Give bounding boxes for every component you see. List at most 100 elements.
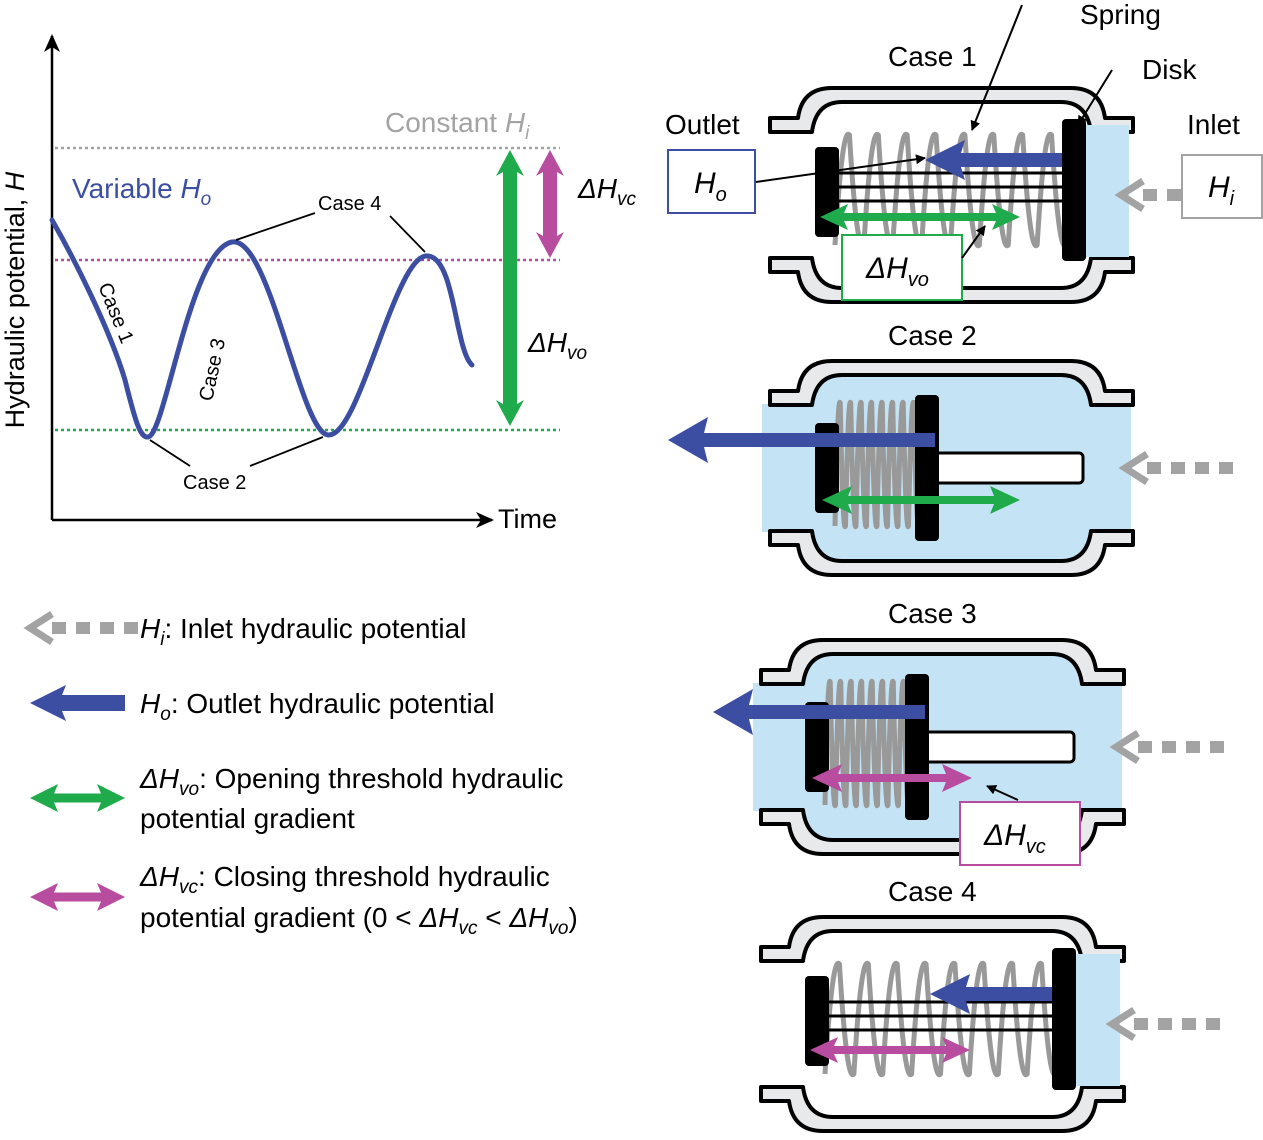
hydraulic-potential-graph: Hydraulic potential, H Time Constant Hi … xyxy=(0,34,637,534)
hi-box xyxy=(1181,154,1263,219)
outlet-potential-arrow xyxy=(668,417,935,463)
inlet-potential-arrow xyxy=(1109,730,1224,764)
dhvc-box-label: ΔHvc xyxy=(983,819,1046,858)
constant-hi-label: Constant Hi xyxy=(385,107,530,144)
inlet-label: Inlet xyxy=(1187,109,1240,140)
outlet-potential-arrow xyxy=(713,689,925,735)
threshold-double-arrow xyxy=(810,1037,970,1063)
case4-leader-line xyxy=(389,215,426,253)
disk xyxy=(1062,119,1086,261)
valve-case2 xyxy=(668,359,1233,577)
valve-body-top-wall xyxy=(768,86,1135,134)
valve-body-bottom-wall xyxy=(759,1085,1126,1133)
spring-label: Spring xyxy=(1080,0,1161,30)
ho-box-label: Ho xyxy=(694,167,727,206)
threshold-double-arrow xyxy=(812,764,972,792)
dash-segment xyxy=(1158,1018,1172,1030)
case1-title: Case 1 xyxy=(888,41,977,72)
dash-segment xyxy=(100,622,114,634)
dash-segment xyxy=(1186,741,1200,753)
magenta-double-arrow-icon xyxy=(30,883,125,911)
curve-label-case2: Case 2 xyxy=(183,472,246,494)
x-axis-label: Time xyxy=(498,504,557,534)
valve-body-top-wall xyxy=(759,915,1126,963)
dhvc-graph-label: ΔHvc xyxy=(577,173,637,210)
case2-title: Case 2 xyxy=(888,320,977,351)
inlet-potential-arrow xyxy=(1105,1007,1220,1041)
outlet-label: Outlet xyxy=(665,109,740,140)
dash-segment xyxy=(1138,741,1152,753)
variable-ho-curve xyxy=(49,217,475,440)
valve-body-top-wall xyxy=(768,359,1135,407)
dhvo-box-label: ΔHvo xyxy=(865,252,929,291)
dash-segment xyxy=(1210,741,1224,753)
legend-item-ho: Ho: Outlet hydraulic potential xyxy=(140,688,495,725)
dash-segment xyxy=(1195,462,1209,474)
legend-item-dhvc-line2: potential gradient (0 < ΔHvc < ΔHvo) xyxy=(140,902,578,939)
dash-segment xyxy=(1206,1018,1220,1030)
dhvc-vertical-arrow xyxy=(536,150,564,258)
dash-segment xyxy=(52,622,66,634)
case3-title: Case 3 xyxy=(888,598,977,629)
valve-stem xyxy=(933,451,1085,485)
arrow-head xyxy=(1118,451,1149,485)
spring-pointer xyxy=(970,4,1023,131)
dash-segment xyxy=(1162,741,1176,753)
dash-segment xyxy=(1134,1018,1148,1030)
y-axis-label: Hydraulic potential, H xyxy=(0,171,30,428)
dash-segment xyxy=(1219,462,1233,474)
threshold-double-arrow xyxy=(820,204,1020,230)
dash-segment xyxy=(1167,189,1181,201)
arrow-head xyxy=(23,611,54,645)
case4-title: Case 4 xyxy=(888,876,977,907)
arrow-head xyxy=(1114,178,1145,212)
case2-leader-line xyxy=(249,436,324,467)
case2-leader-line xyxy=(149,439,191,467)
gray-dashed-arrow-icon xyxy=(23,611,138,645)
valve-stem xyxy=(923,730,1076,764)
curve-label-case3: Case 3 xyxy=(195,336,230,403)
disk xyxy=(1052,948,1076,1090)
dhvo-pointer xyxy=(961,225,986,259)
dhvc-box xyxy=(959,801,1081,866)
legend: Hi: Inlet hydraulic potential Ho: Outlet… xyxy=(23,611,578,939)
dash-segment xyxy=(124,622,138,634)
dash-segment xyxy=(76,622,90,634)
threshold-double-arrow xyxy=(822,486,1020,514)
legend-item-dhvc: ΔHvc: Closing threshold hydraulic xyxy=(139,861,550,898)
valve-case4 xyxy=(759,915,1220,1133)
case4-leader-line xyxy=(235,212,316,241)
green-double-arrow-icon xyxy=(30,784,125,812)
valve-case3 xyxy=(713,638,1224,856)
legend-item-hi: Hi: Inlet hydraulic potential xyxy=(140,613,466,650)
valve-schematics xyxy=(668,86,1233,1133)
outlet-potential-arrow xyxy=(925,140,1062,180)
dash-segment xyxy=(1147,462,1161,474)
disk-label: Disk xyxy=(1142,54,1197,85)
outlet-potential-arrow xyxy=(930,974,1052,1014)
dash-segment xyxy=(1171,462,1185,474)
spring-extended xyxy=(822,960,1059,1078)
valve-case1 xyxy=(768,86,1229,304)
outlet-plate xyxy=(805,702,829,792)
dhvo-vertical-arrow xyxy=(496,150,524,426)
label-boxes: Ho Hi ΔHvo ΔHvc xyxy=(667,4,1263,866)
disk xyxy=(905,674,929,820)
spring-compressed xyxy=(822,678,912,809)
dhvc-pointer xyxy=(986,785,1019,801)
disk xyxy=(915,395,939,541)
curve-label-case4: Case 4 xyxy=(318,193,381,215)
dash-segment xyxy=(1182,1018,1196,1030)
dhvo-graph-label: ΔHvo xyxy=(527,327,587,364)
valve-labels: Case 1 Case 2 Case 3 Case 4 Spring Disk … xyxy=(665,0,1240,907)
ho-pointer xyxy=(755,154,926,183)
dash-segment xyxy=(1143,189,1157,201)
disk-pointer xyxy=(1077,69,1113,126)
outlet-plate xyxy=(805,976,829,1066)
hi-box-label: Hi xyxy=(1208,171,1235,210)
blue-arrow-icon xyxy=(30,685,125,721)
arrow-head xyxy=(1109,730,1140,764)
legend-item-dhvo-line2: potential gradient xyxy=(140,803,355,834)
arrow-head xyxy=(1105,1007,1136,1041)
